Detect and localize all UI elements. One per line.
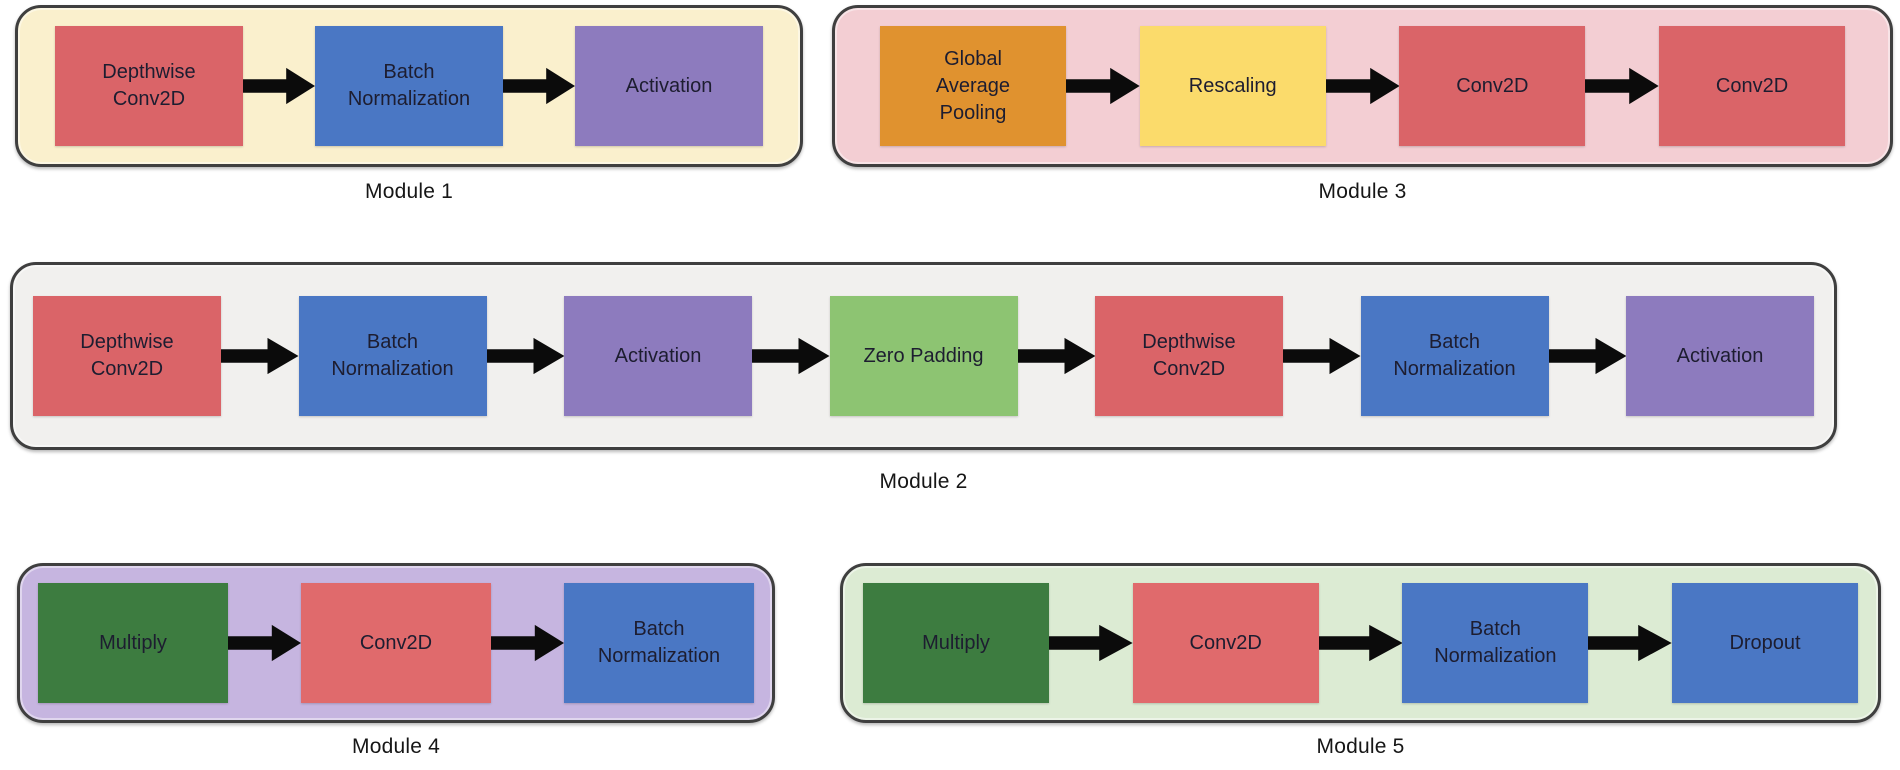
- node-batch-normalization: Batch Normalization: [1360, 296, 1549, 416]
- node-batch-normalization: Batch Normalization: [1402, 583, 1589, 703]
- arrow-right-icon: [221, 334, 299, 378]
- module-5-container: Multiply Conv2D Batch Normalization Dropout: [840, 563, 1881, 723]
- module-4-container: Multiply Conv2D Batch Normalization: [17, 563, 775, 723]
- node-rescaling: Rescaling: [1139, 26, 1326, 146]
- node-activation: Activation: [564, 296, 752, 416]
- node-multiply: Multiply: [38, 583, 228, 703]
- node-activation: Activation: [1626, 296, 1814, 416]
- module-2: Depthwise Conv2D Batch Normalization Activ…: [10, 262, 1837, 494]
- node-global-average-pooling: Global Average Pooling: [880, 26, 1066, 146]
- arrow-right-icon: [243, 64, 315, 108]
- node-conv2d: Conv2D: [1399, 26, 1586, 146]
- node-depthwise-conv2d: Depthwise Conv2D: [1095, 296, 1283, 416]
- module-1-label: Module 1: [365, 180, 453, 203]
- arrow-right-icon: [1066, 64, 1140, 108]
- arrow-right-icon: [1325, 64, 1400, 108]
- node-batch-normalization: Batch Normalization: [315, 26, 503, 146]
- node-batch-normalization: Batch Normalization: [564, 583, 754, 703]
- arrow-right-icon: [1017, 334, 1095, 378]
- node-depthwise-conv2d: Depthwise Conv2D: [33, 296, 221, 416]
- module-3-container: Global Average Pooling Rescaling Conv2D Con…: [832, 5, 1893, 167]
- module-3: Global Average Pooling Rescaling Conv2D Con…: [832, 5, 1893, 204]
- node-depthwise-conv2d: Depthwise Conv2D: [55, 26, 243, 146]
- node-dropout: Dropout: [1672, 583, 1859, 703]
- node-conv2d: Conv2D: [1132, 583, 1319, 703]
- arrow-right-icon: [491, 621, 564, 665]
- module-1-container: Depthwise Conv2D Batch Normalization Activ…: [15, 5, 803, 167]
- arrow-right-icon: [486, 334, 564, 378]
- arrow-right-icon: [503, 64, 575, 108]
- arrow-right-icon: [752, 334, 830, 378]
- module-5: Multiply Conv2D Batch Normalization Dropout…: [840, 563, 1881, 759]
- arrow-right-icon: [228, 621, 301, 665]
- arrow-right-icon: [1283, 334, 1361, 378]
- arrow-right-icon: [1049, 621, 1133, 665]
- node-zero-padding: Zero Padding: [829, 296, 1018, 416]
- node-conv2d: Conv2D: [301, 583, 491, 703]
- arrow-right-icon: [1585, 64, 1660, 108]
- arrow-right-icon: [1548, 334, 1626, 378]
- node-multiply: Multiply: [863, 583, 1049, 703]
- module-5-label: Module 5: [1316, 735, 1405, 758]
- module-1: Depthwise Conv2D Batch Normalization Activ…: [15, 5, 803, 204]
- module-2-container: Depthwise Conv2D Batch Normalization Activ…: [10, 262, 1837, 450]
- module-2-label: Module 2: [879, 470, 968, 493]
- node-activation: Activation: [575, 26, 763, 146]
- arrow-right-icon: [1318, 621, 1403, 665]
- module-3-label: Module 3: [1318, 180, 1407, 203]
- arrow-right-icon: [1588, 621, 1673, 665]
- module-4-label: Module 4: [352, 735, 440, 758]
- node-batch-normalization: Batch Normalization: [298, 296, 487, 416]
- module-4: Multiply Conv2D Batch Normalization Module…: [17, 563, 775, 759]
- node-conv2d: Conv2D: [1659, 26, 1846, 146]
